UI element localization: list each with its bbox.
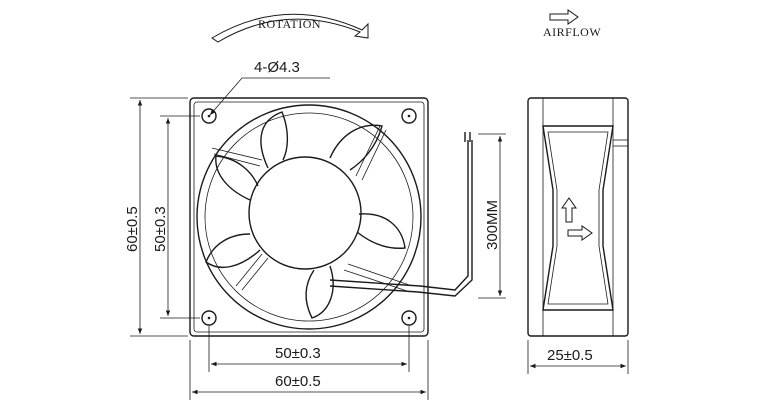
right-arrow-icon — [549, 9, 579, 25]
fan-front-view — [189, 97, 473, 337]
width-inner-label: 50±0.3 — [275, 345, 321, 362]
height-outer-dimension: 60±0.5 — [124, 97, 188, 337]
right-arrow-icon — [567, 225, 593, 241]
airflow-label: AIRFLOW — [543, 25, 601, 39]
up-arrow-icon — [561, 197, 577, 223]
hole-callout: 4-Ø4.3 — [209, 59, 330, 116]
support-struts — [211, 125, 413, 293]
curved-arrow-icon — [211, 13, 369, 43]
depth-dimension: 25±0.5 — [527, 340, 629, 374]
cable-path — [329, 132, 473, 297]
width-inner-dimension: 50±0.3 — [208, 326, 410, 372]
rotation-indicator: ROTATION — [211, 13, 369, 43]
rotation-label: ROTATION — [258, 17, 321, 31]
depth-label: 25±0.5 — [547, 347, 593, 364]
fan-side-view — [527, 97, 629, 337]
cable-length-dimension: 300MM — [478, 133, 506, 299]
fan-hub — [248, 156, 362, 270]
cable-length-label: 300MM — [484, 200, 501, 250]
fan-blades — [205, 111, 406, 319]
height-inner-dimension: 50±0.3 — [152, 115, 200, 319]
airflow-indicator: AIRFLOW — [543, 9, 601, 39]
height-inner-label: 50±0.3 — [152, 206, 169, 252]
height-outer-label: 60±0.5 — [124, 206, 141, 252]
width-outer-label: 60±0.5 — [275, 373, 321, 390]
mounting-holes — [201, 108, 417, 326]
hole-spec-label: 4-Ø4.3 — [254, 59, 300, 76]
width-outer-dimension: 60±0.5 — [189, 340, 429, 400]
